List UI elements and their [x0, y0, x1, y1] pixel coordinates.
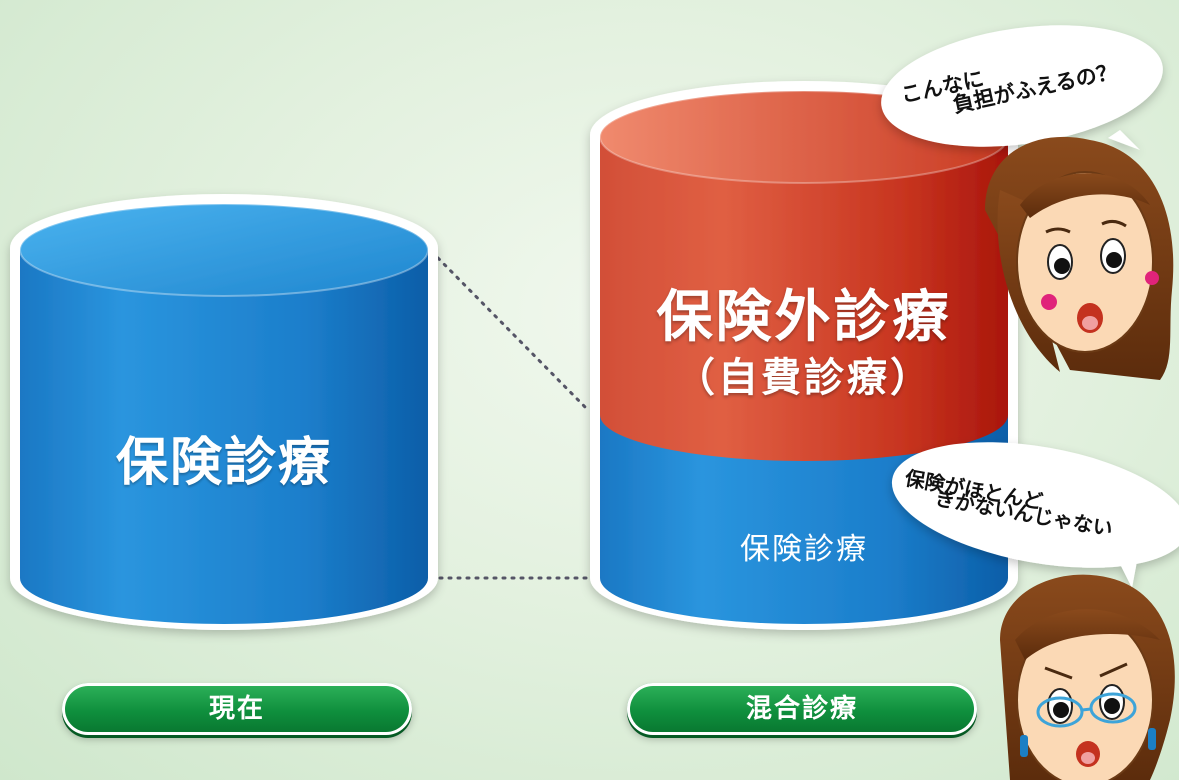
glasses-woman-illustration	[1000, 574, 1175, 780]
mixed-caption-pill: 混合診療	[627, 683, 977, 735]
connector-top-dotted-line	[436, 256, 590, 412]
mixed-uninsured-section	[600, 137, 1008, 461]
mixed-self-pay-label: （自費診療）	[675, 355, 933, 401]
current-caption-pill: 現在	[62, 683, 412, 735]
speech-bubble-top	[881, 25, 1163, 150]
speech-bubble-bottom	[891, 442, 1179, 588]
worried-woman-illustration	[985, 136, 1174, 380]
current-cylinder	[10, 194, 438, 630]
mixed-insured-label: 保険診療	[740, 532, 868, 567]
mixed-uninsured-label: 保険外診療	[656, 285, 952, 350]
current-insured-label: 保険診療	[115, 433, 332, 493]
